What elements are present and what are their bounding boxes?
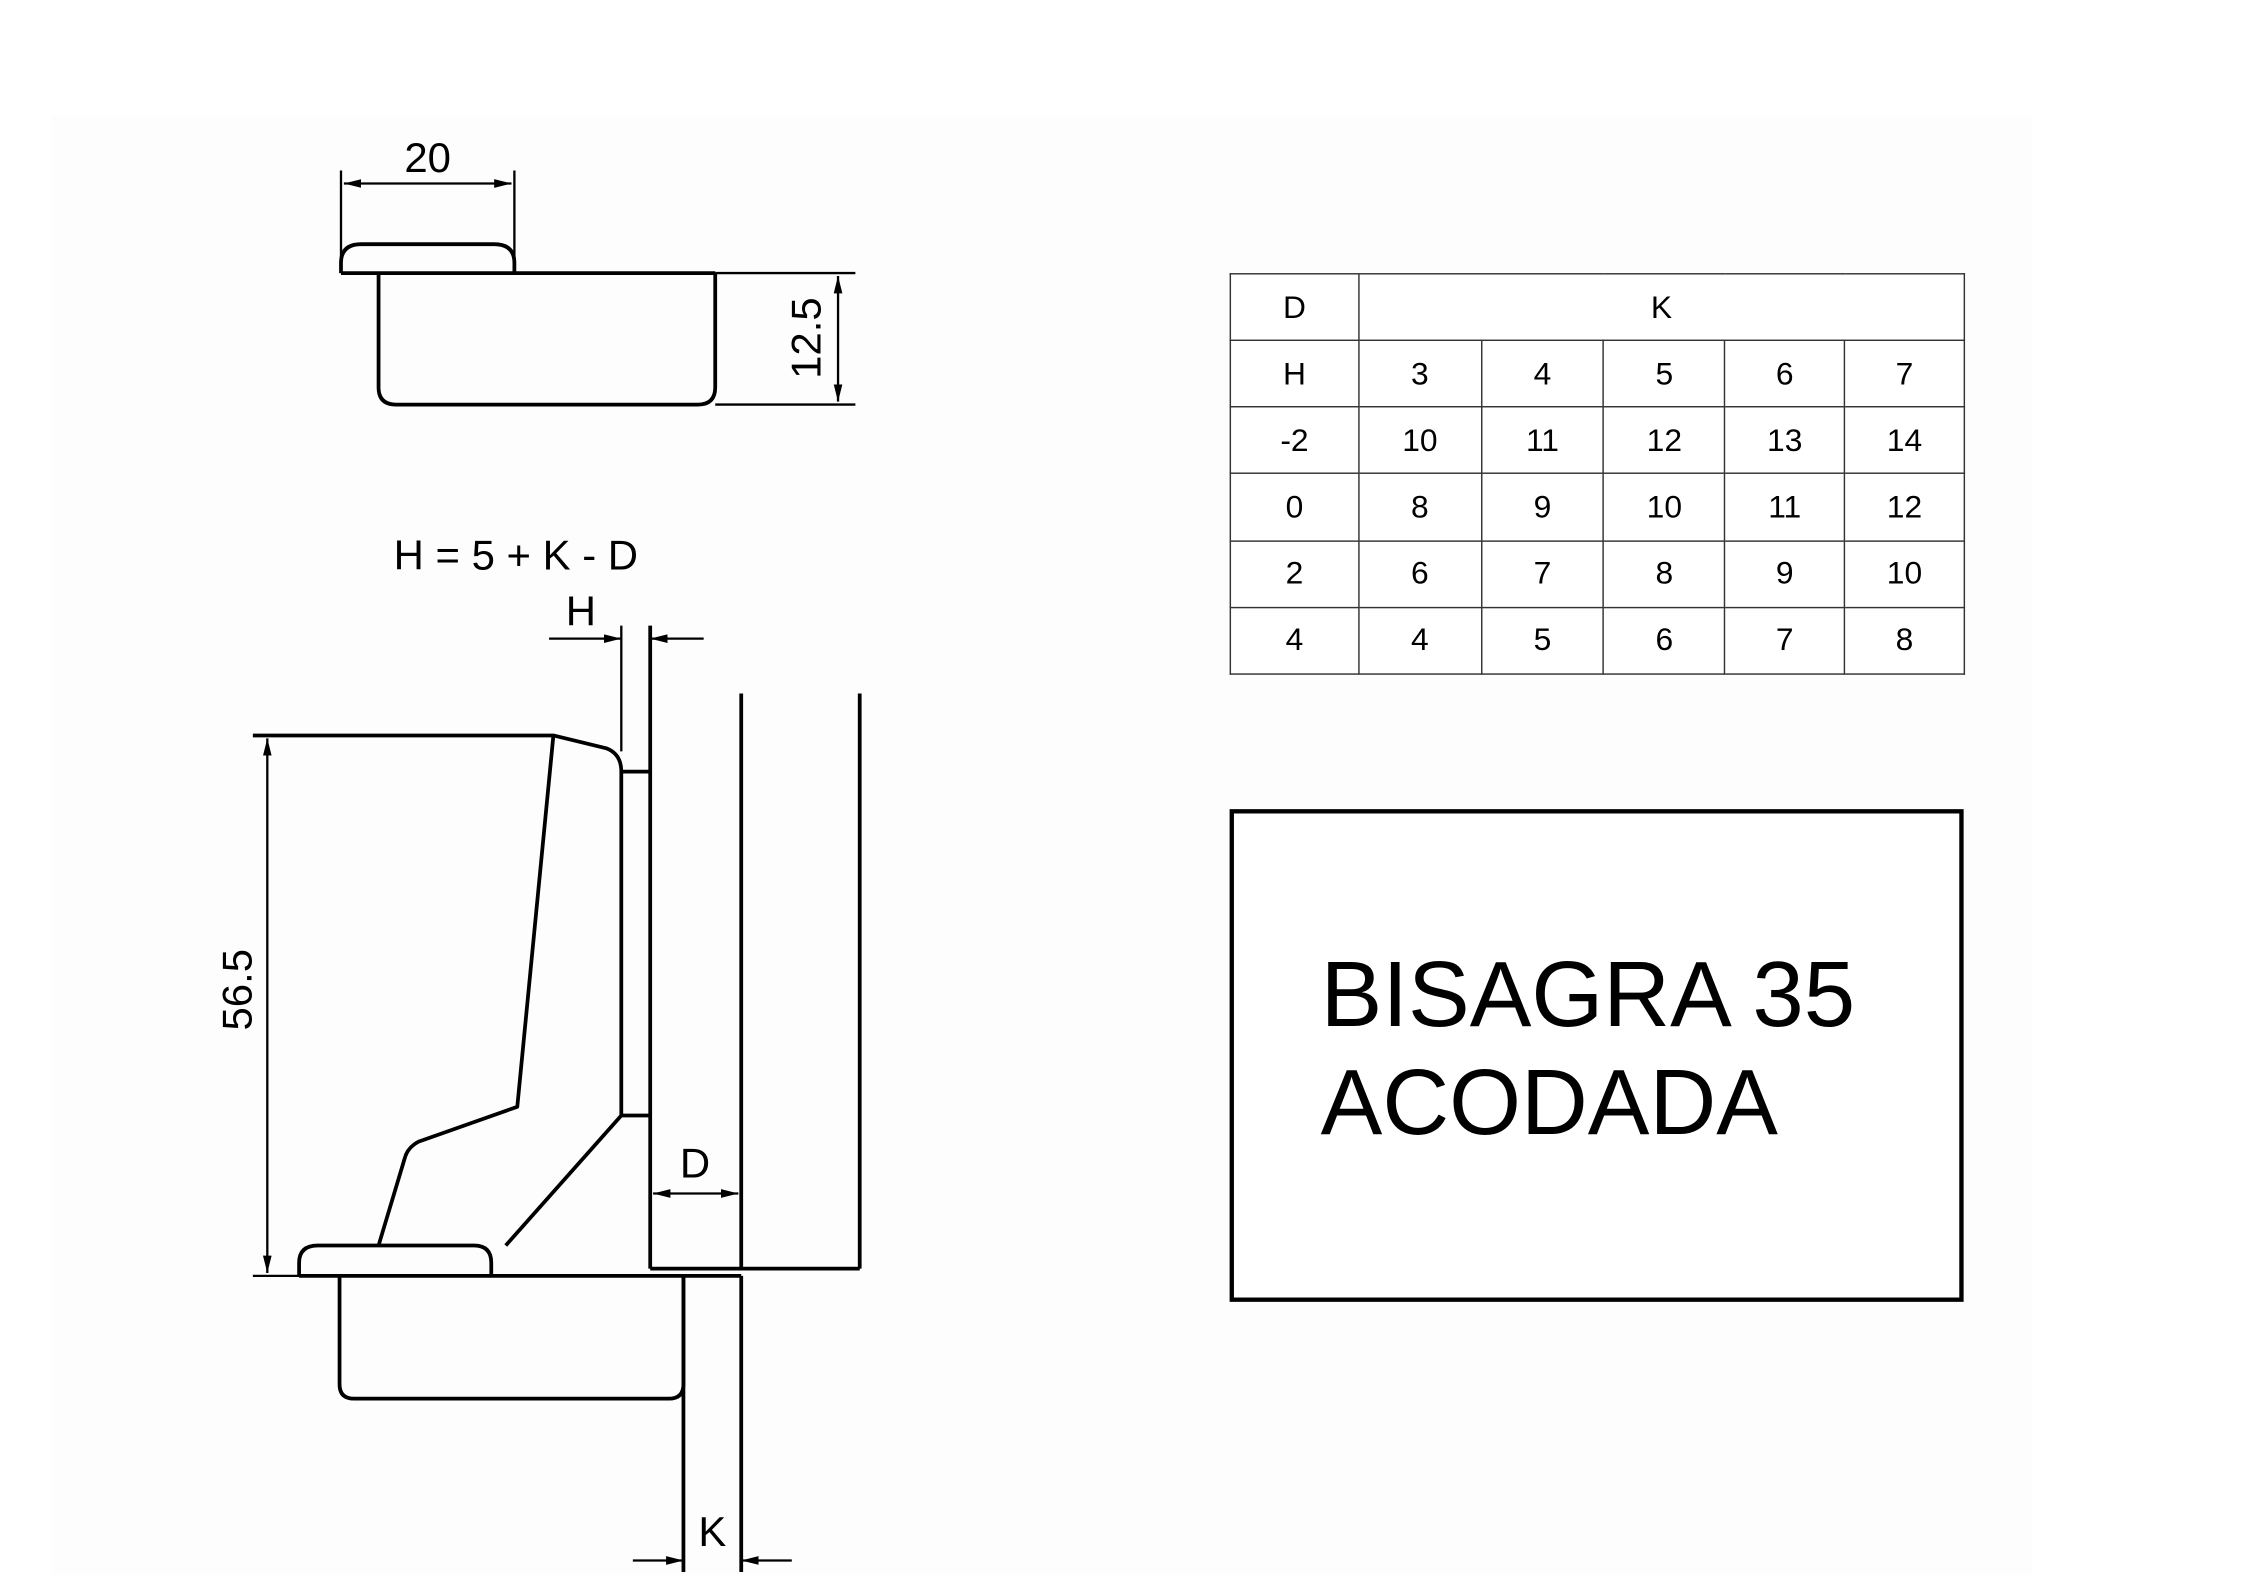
title-line-1: BISAGRA 35 — [1320, 942, 1856, 1047]
table-row: -2 10 11 12 13 14 — [1229, 406, 1966, 475]
top-view: 12.5 20 — [339, 134, 856, 407]
d-value: 4 — [1229, 606, 1360, 675]
hinge-arm-outline — [252, 733, 624, 1247]
h-value: 12 — [1843, 473, 1966, 542]
d-value: 0 — [1229, 473, 1360, 542]
formula: H = 5 + K - D — [394, 531, 638, 578]
title-block: BISAGRA 35 ACODADA — [1229, 809, 1964, 1302]
cup-flange — [339, 242, 517, 274]
k-value: 5 — [1603, 339, 1726, 408]
dim-20-label: 20 — [404, 134, 451, 181]
h-value: 6 — [1603, 606, 1726, 675]
cup-flange-side — [297, 1243, 494, 1276]
title-line-2: ACODADA — [1320, 1050, 1778, 1155]
h-value: 11 — [1480, 406, 1605, 475]
dim-56-5-label: 56.5 — [213, 949, 260, 1031]
side-view: H 56.5 D — [213, 588, 862, 1573]
h-value: 6 — [1357, 539, 1482, 608]
h-value: 5 — [1480, 606, 1605, 675]
k-value: 4 — [1480, 339, 1605, 408]
h-value: 9 — [1480, 473, 1605, 542]
table-row: 2 6 7 8 9 10 — [1229, 539, 1966, 608]
h-value: 11 — [1724, 473, 1846, 542]
h-value: 10 — [1603, 473, 1726, 542]
h-value: 8 — [1603, 539, 1726, 608]
h-value: 7 — [1480, 539, 1605, 608]
h-value: 8 — [1357, 473, 1482, 542]
header-d: D — [1229, 273, 1360, 342]
dim-d-label: D — [680, 1140, 710, 1187]
dim-h-label: H — [566, 588, 596, 635]
h-value: 9 — [1724, 539, 1846, 608]
hinge-arm-inner — [376, 735, 556, 1247]
h-value: 7 — [1724, 606, 1846, 675]
h-value: 12 — [1603, 406, 1726, 475]
table-header-row: D K — [1229, 273, 1966, 342]
h-value: 8 — [1843, 606, 1966, 675]
cup-body-side — [337, 1275, 686, 1401]
table-k-values-row: H 3 4 5 6 7 — [1229, 339, 1966, 408]
h-value: 14 — [1843, 406, 1966, 475]
k-value: 3 — [1357, 339, 1482, 408]
dim-k-label: K — [698, 1508, 726, 1555]
cup-body — [376, 273, 718, 407]
table-row: 0 8 9 10 11 12 — [1229, 473, 1966, 542]
k-d-h-table: D K H 3 4 5 6 7 -2 10 11 12 13 14 0 8 9 … — [1229, 273, 1966, 675]
d-value: 2 — [1229, 539, 1360, 608]
header-k: K — [1357, 273, 1966, 342]
h-value: 4 — [1357, 606, 1482, 675]
table-row: 4 4 5 6 7 8 — [1229, 606, 1966, 675]
h-value: 10 — [1357, 406, 1482, 475]
h-value: 10 — [1843, 539, 1966, 608]
k-value: 6 — [1724, 339, 1846, 408]
k-value: 7 — [1843, 339, 1966, 408]
d-value: -2 — [1229, 406, 1360, 475]
header-h: H — [1229, 339, 1360, 408]
h-value: 13 — [1724, 406, 1846, 475]
dim-12-5-label: 12.5 — [783, 297, 830, 379]
